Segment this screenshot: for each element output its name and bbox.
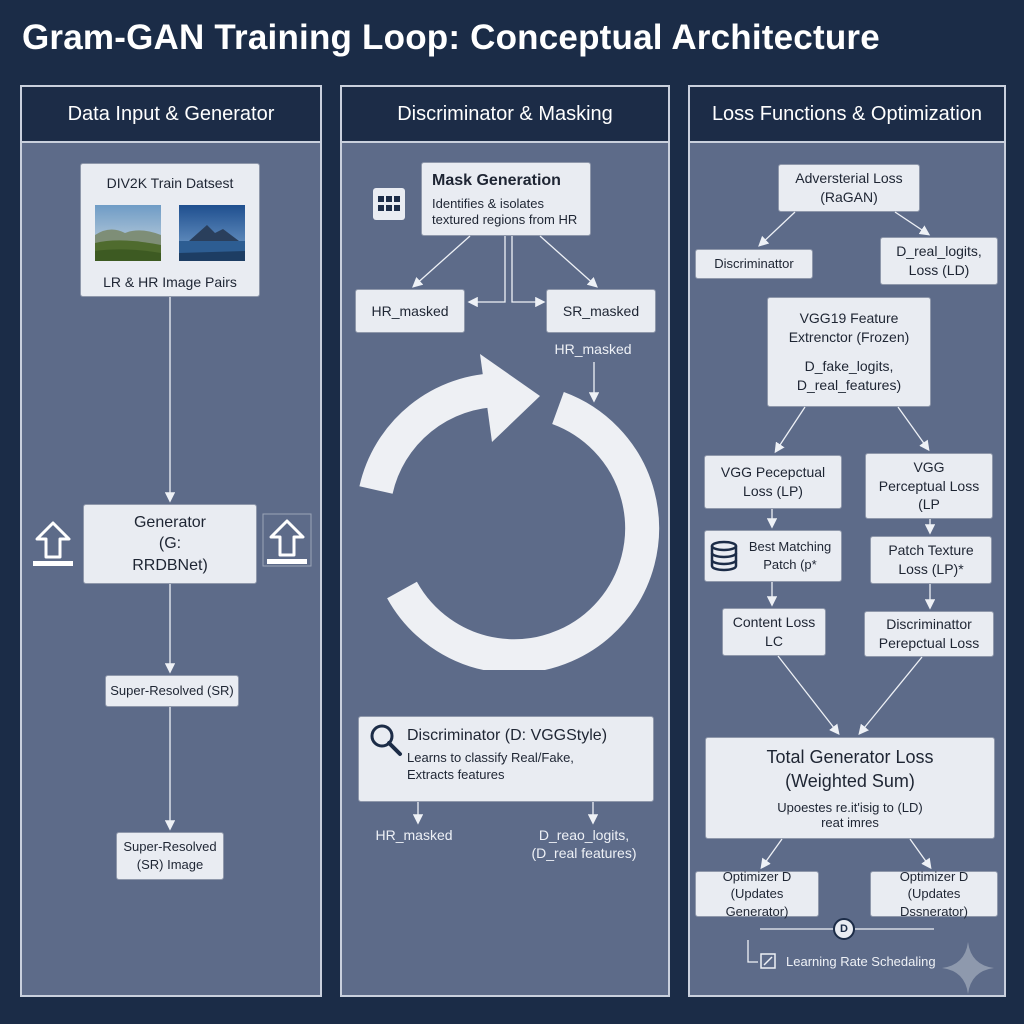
d-real-line-2: Loss (LD) xyxy=(908,262,970,278)
vgg-perc-right-line-2: Perceptual Loss xyxy=(878,477,980,494)
vgg-line-4: D_real_features) xyxy=(796,376,902,393)
best-line-2: Patch (p* xyxy=(763,557,817,572)
mask-title: Mask Generation xyxy=(432,171,561,189)
generator-line-3: RRDBNet) xyxy=(132,556,208,574)
discriminator-box[interactable]: Discriminator (D: VGGStyle) Learns to cl… xyxy=(358,716,654,802)
vgg-perceptual-right-box[interactable]: VGG Perceptual Loss (LP xyxy=(865,453,993,519)
opt-left-line-2: (Updates Generator) xyxy=(725,886,789,919)
opt-right-line-1: Optimizer D xyxy=(899,868,969,884)
total-line-2: (Weighted Sum) xyxy=(785,771,915,792)
total-line-3: Upoestes re.it'isig to (LD) xyxy=(777,799,923,815)
hr-masked-label: HR_masked xyxy=(554,341,632,357)
disc-perc-line-1: Discriminattor xyxy=(886,616,972,633)
mountain-lake-thumbnail-icon xyxy=(179,204,245,261)
landscape-thumbnail-icon xyxy=(95,204,161,261)
mask-desc-line-1: Identifies & isolates xyxy=(432,195,545,211)
vgg-perc-left-line-2: Loss (LP) xyxy=(743,483,803,499)
content-loss-box[interactable]: Content Loss LC xyxy=(722,608,826,656)
disc-perc-line-2: Perepctual Loss xyxy=(878,635,980,651)
vgg-feature-box[interactable]: VGG19 Feature Extrenctor (Frozen) D_fake… xyxy=(767,297,931,407)
hr-masked-box[interactable]: HR_masked xyxy=(355,289,465,333)
vgg-line-3: D_fake_logits, xyxy=(804,358,894,374)
total-line-4: reat imres xyxy=(821,815,879,831)
sparkle-icon xyxy=(942,942,994,994)
optimizer-left-box[interactable]: Optimizer D (Updates Generator) xyxy=(695,868,819,919)
mask-desc-line-2: textured regions from HR xyxy=(432,211,578,227)
patch-line-2: Loss (LP)* xyxy=(898,561,964,577)
generator-line-1: Generator xyxy=(133,513,207,531)
opt-left-line-1: Optimizer D xyxy=(722,868,792,884)
discriminator-desc-line-1: Learns to classify Real/Fake, xyxy=(407,749,574,765)
d-real-logits-box[interactable]: D_real_logits, Loss (LD) xyxy=(880,237,998,285)
super-resolved-box[interactable]: Super-Resolved (SR) xyxy=(105,675,239,707)
bottom-logits-label: D_reao_logits, (D_real features) xyxy=(526,826,642,862)
dataset-caption: LR & HR Image Pairs xyxy=(103,273,237,290)
dataset-title: DIV2K Train Datsest xyxy=(106,175,234,191)
sr-image-line-1: Super-Resolved xyxy=(123,839,217,855)
total-line-1: Total Generator Loss xyxy=(766,747,934,768)
adversarial-line-1: Adversterial Loss xyxy=(795,170,903,187)
sr-masked-box[interactable]: SR_masked xyxy=(546,289,656,333)
d-real-line-1: D_real_logits, xyxy=(896,243,982,260)
sr-image-box[interactable]: Super-Resolved (SR) Image xyxy=(116,832,224,880)
discriminator-small-box[interactable]: Discriminattor xyxy=(695,249,813,279)
discriminator-desc-line-2: Extracts features xyxy=(407,767,505,783)
total-generator-loss-box[interactable]: Total Generator Loss (Weighted Sum) Upoe… xyxy=(705,737,995,839)
dataset-thumbnails xyxy=(95,204,245,261)
dataset-box[interactable]: DIV2K Train Datsest LR & HR Im xyxy=(80,163,260,297)
vgg-perc-left-line-1: VGG Pecepctual xyxy=(720,464,826,481)
vgg-perceptual-left-box[interactable]: VGG Pecepctual Loss (LP) xyxy=(704,455,842,509)
training-loop-cycle-icon xyxy=(359,354,660,670)
generator-box[interactable]: Generator (G: RRDBNet) xyxy=(83,504,257,584)
bottom-logits-line-2: (D_real features) xyxy=(531,845,637,862)
best-matching-box[interactable]: Best Matching Patch (p* xyxy=(704,530,842,582)
disc-perceptual-box[interactable]: Discriminattor Perepctual Loss xyxy=(864,611,994,657)
upload-arrow-icon-right xyxy=(262,513,312,567)
patch-texture-box[interactable]: Patch Texture Loss (LP)* xyxy=(870,536,992,584)
vgg-perc-right-line-3: (LP xyxy=(918,496,940,513)
column-header: Discriminator & Masking xyxy=(342,87,668,143)
discriminator-title: Discriminator (D: VGGStyle) xyxy=(407,727,608,744)
patch-line-1: Patch Texture xyxy=(888,542,974,559)
vgg-line-1: VGG19 Feature xyxy=(799,310,899,327)
d-circle-node: D xyxy=(833,918,855,940)
magnifier-icon xyxy=(370,724,402,756)
opt-right-line-2: (Updates Dssnerator) xyxy=(900,886,968,919)
content-line-1: Content Loss xyxy=(732,614,816,631)
content-line-2: LC xyxy=(765,633,783,649)
bottom-hr-masked-label: HR_masked xyxy=(375,827,453,843)
database-icon xyxy=(710,540,738,572)
bottom-logits-line-1: D_reao_logits, xyxy=(538,827,630,843)
page-title: Gram-GAN Training Loop: Conceptual Archi… xyxy=(22,18,880,57)
mask-generation-box[interactable]: Mask Generation Identifies & isolates te… xyxy=(421,162,591,236)
vgg-perc-right-line-1: VGG xyxy=(913,458,945,475)
upload-arrow-icon xyxy=(33,521,73,566)
learning-rate-label: Learning Rate Schedaling xyxy=(786,954,936,969)
column-header: Data Input & Generator xyxy=(22,87,320,143)
vgg-line-2: Extrenctor (Frozen) xyxy=(788,329,910,346)
adversarial-line-2: (RaGAN) xyxy=(820,189,878,205)
checkbox-icon xyxy=(760,953,776,969)
optimizer-right-box[interactable]: Optimizer D (Updates Dssnerator) xyxy=(870,868,998,919)
grid-icon xyxy=(373,188,405,220)
adversarial-loss-box[interactable]: Adversterial Loss (RaGAN) xyxy=(778,164,920,212)
sr-image-line-2: (SR) Image xyxy=(136,857,204,872)
generator-line-2: (G: xyxy=(158,535,182,553)
column-header: Loss Functions & Optimization xyxy=(690,87,1004,143)
best-line-1: Best Matching xyxy=(748,539,832,555)
